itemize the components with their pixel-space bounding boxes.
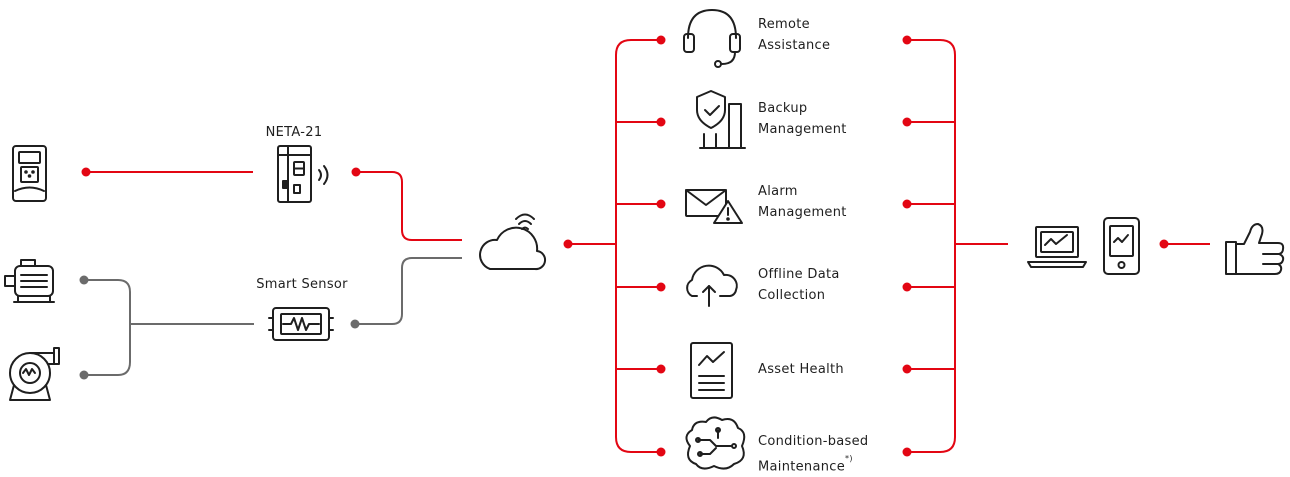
phone-chart-icon: [1103, 217, 1140, 275]
service-label-alarm-management: Alarm Management: [758, 184, 847, 220]
service-label-offline-data-collection: Offline Data Collection: [758, 267, 840, 303]
left-service-bus: [615, 39, 661, 453]
smart-sensor-icon: [268, 307, 334, 341]
cloud-upload-icon: [686, 264, 738, 307]
gateway-label: NETA-21: [265, 125, 323, 140]
service-label-asset-health: Asset Health: [758, 362, 844, 377]
sensor-label: Smart Sensor: [256, 277, 348, 292]
thumbs-up-icon: [1225, 223, 1285, 275]
right-service-bus: [907, 39, 956, 453]
service-label-condition-based-maintenance: Condition-based Maintenance*): [758, 434, 869, 475]
laptop-chart-icon: [1027, 226, 1087, 268]
motor-to-sensor-line: [84, 279, 131, 376]
sensor-to-cloud-line: [355, 257, 462, 325]
cloud-wifi-icon: [479, 213, 546, 271]
document-chart-icon: [690, 342, 733, 399]
service-label-backup-management: Backup Management: [758, 101, 847, 137]
mail-alert-icon: [685, 189, 743, 224]
pump-icon: [9, 347, 60, 401]
gateway-to-cloud-line: [356, 171, 462, 241]
shield-backup-icon: [696, 90, 746, 149]
drive-panel-icon: [12, 145, 47, 202]
headset-icon: [683, 9, 741, 68]
motor-icon: [4, 259, 55, 303]
service-label-remote-assistance: Remote Assistance: [758, 17, 831, 53]
brain-circuit-icon: [685, 416, 746, 470]
footnote-marker: *): [845, 454, 853, 463]
neta-gateway-icon: [277, 145, 329, 203]
